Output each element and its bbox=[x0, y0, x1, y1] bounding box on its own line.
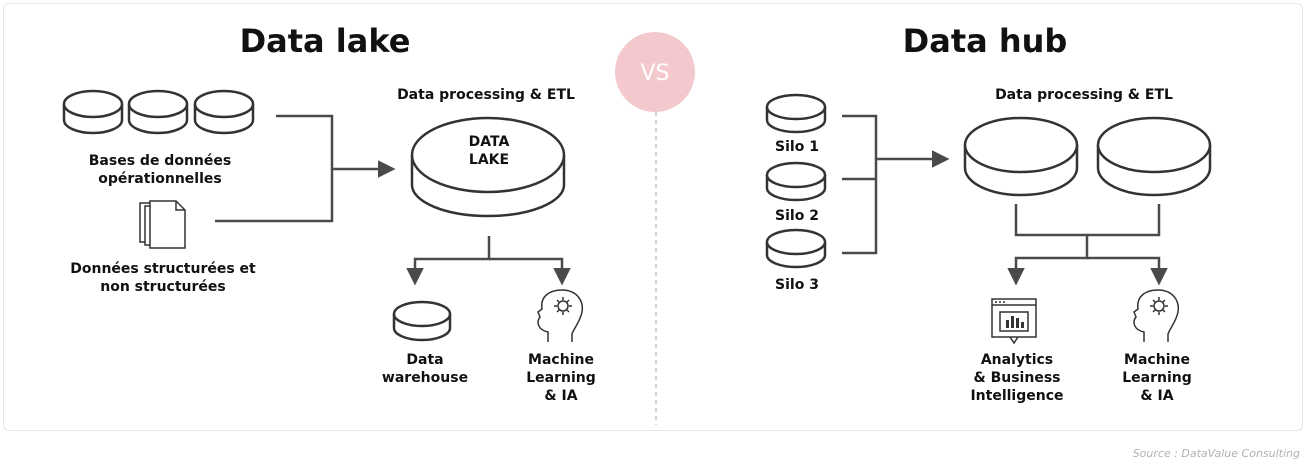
right-processing-label: Data processing & ETL bbox=[995, 87, 1173, 103]
arrow-to-hub-machine-learning bbox=[1087, 256, 1168, 286]
warehouse-label-line2: warehouse bbox=[382, 370, 468, 386]
data-hub-disk-1-icon bbox=[963, 116, 1079, 197]
files-label-line1: Données structurées et bbox=[70, 261, 256, 277]
ai-head-icon bbox=[1133, 289, 1180, 342]
data-hub-title: Data hub bbox=[903, 22, 1068, 60]
analytics-dashboard-icon bbox=[991, 298, 1037, 345]
left-processing-label: Data processing & ETL bbox=[397, 87, 575, 103]
left-ml-label-line1: Machine bbox=[528, 352, 594, 368]
arrow-to-analytics bbox=[1007, 235, 1089, 286]
silo-1-disk-icon bbox=[765, 93, 827, 134]
analytics-label-line3: Intelligence bbox=[970, 388, 1063, 404]
silo-3-label: Silo 3 bbox=[775, 277, 819, 293]
silo-3-disk-icon bbox=[765, 228, 827, 269]
silo-2-label: Silo 2 bbox=[775, 208, 819, 224]
silos-bracket bbox=[842, 114, 878, 255]
data-warehouse-disk-icon bbox=[392, 300, 452, 342]
analytics-label-line1: Analytics bbox=[981, 352, 1053, 368]
files-label-line2: non structurées bbox=[100, 279, 226, 295]
silo-1-label: Silo 1 bbox=[775, 139, 819, 155]
data-lake-label-line1: DATA bbox=[469, 134, 510, 150]
left-ml-label-line3: & IA bbox=[544, 388, 577, 404]
arrow-to-warehouse bbox=[406, 236, 491, 286]
analytics-label-line2: & Business bbox=[974, 370, 1061, 386]
arrow-to-machine-learning bbox=[489, 257, 571, 286]
silo-2-disk-icon bbox=[765, 161, 827, 202]
data-lake-disk-icon bbox=[410, 116, 566, 218]
database-disk bbox=[127, 89, 189, 135]
databases-label-line1: Bases de données bbox=[89, 153, 231, 169]
right-ml-label-line2: Learning bbox=[1122, 370, 1192, 386]
ai-head-icon bbox=[537, 289, 584, 342]
source-note: Source : DataValue Consulting bbox=[1133, 447, 1300, 460]
data-lake-title: Data lake bbox=[240, 22, 411, 60]
hub-bracket bbox=[1014, 204, 1161, 237]
data-hub-disk-2-icon bbox=[1096, 116, 1212, 197]
right-ml-label-line3: & IA bbox=[1140, 388, 1173, 404]
vs-badge bbox=[615, 32, 695, 112]
left-ml-label-line2: Learning bbox=[526, 370, 596, 386]
warehouse-label-line1: Data bbox=[406, 352, 443, 368]
vs-label: VS bbox=[640, 61, 669, 86]
databases-label-line2: opérationnelles bbox=[98, 171, 221, 187]
right-ml-label-line1: Machine bbox=[1124, 352, 1190, 368]
data-lake-label-line2: LAKE bbox=[469, 152, 509, 168]
database-disk bbox=[62, 89, 124, 135]
database-disk bbox=[193, 89, 255, 135]
documents-icon bbox=[139, 200, 186, 249]
operational-databases-icon bbox=[62, 89, 255, 135]
